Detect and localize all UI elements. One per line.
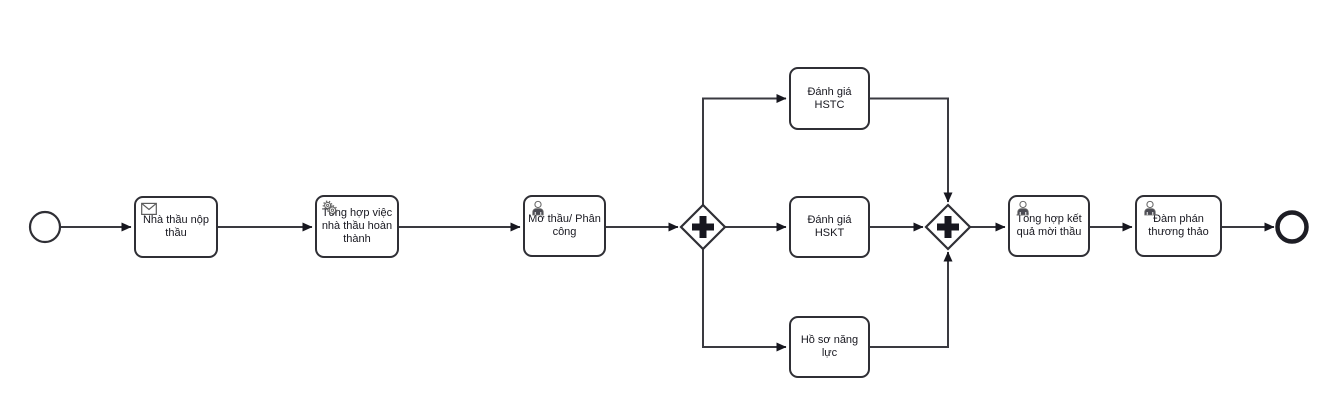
plus-icon xyxy=(692,216,714,238)
task-label: Tổng hợp kết quả mời thầu xyxy=(1016,213,1082,238)
parallel-gateway-split[interactable] xyxy=(679,203,727,251)
task-label: Đánh giá HSKT xyxy=(807,214,852,239)
task-label: Đàm phán thương thảo xyxy=(1148,213,1209,238)
task-dam-phan-thuong-thao[interactable]: Đàm phán thương thảo xyxy=(1135,195,1222,257)
flow-hsnl-to-join[interactable] xyxy=(870,251,953,348)
task-nha-thau-nop-thau[interactable]: Nhà thầu nộp thầu xyxy=(134,196,218,258)
task-label: Hồ sơ năng lực xyxy=(800,334,859,359)
task-label: Tổng hợp việc nhà thầu hoàn thành xyxy=(321,207,393,245)
service-gears-icon xyxy=(322,200,338,216)
task-tong-hop-viec-nha-thau[interactable]: Tổng hợp việc nhà thầu hoàn thành xyxy=(315,195,399,258)
task-label: Mở thầu/ Phân công xyxy=(528,213,601,238)
task-danh-gia-hskt[interactable]: Đánh giá HSKT xyxy=(789,196,870,258)
task-tong-hop-ket-qua-moi-thau[interactable]: Tổng hợp kết quả mời thầu xyxy=(1008,195,1090,257)
user-icon xyxy=(532,200,544,216)
task-label: Đánh giá HSTC xyxy=(807,85,852,111)
plus-icon xyxy=(937,216,959,238)
task-ho-so-nang-luc[interactable]: Hồ sơ năng lực xyxy=(789,316,870,378)
task-label: Nhà thầu nộp thầu xyxy=(142,214,210,239)
parallel-gateway-join[interactable] xyxy=(924,203,972,251)
flow-split-to-hstc[interactable] xyxy=(702,94,787,206)
task-danh-gia-hstc[interactable]: Đánh giá HSTC xyxy=(789,67,870,130)
flow-hstc-to-join[interactable] xyxy=(870,97,953,203)
flow-split-to-hsnl[interactable] xyxy=(702,249,787,352)
message-icon xyxy=(141,202,157,215)
user-icon xyxy=(1144,200,1156,216)
task-mo-thau-phan-cong[interactable]: Mở thầu/ Phân công xyxy=(523,195,606,257)
user-icon xyxy=(1017,200,1029,216)
end-event[interactable] xyxy=(1275,210,1309,244)
start-event[interactable] xyxy=(28,210,62,244)
